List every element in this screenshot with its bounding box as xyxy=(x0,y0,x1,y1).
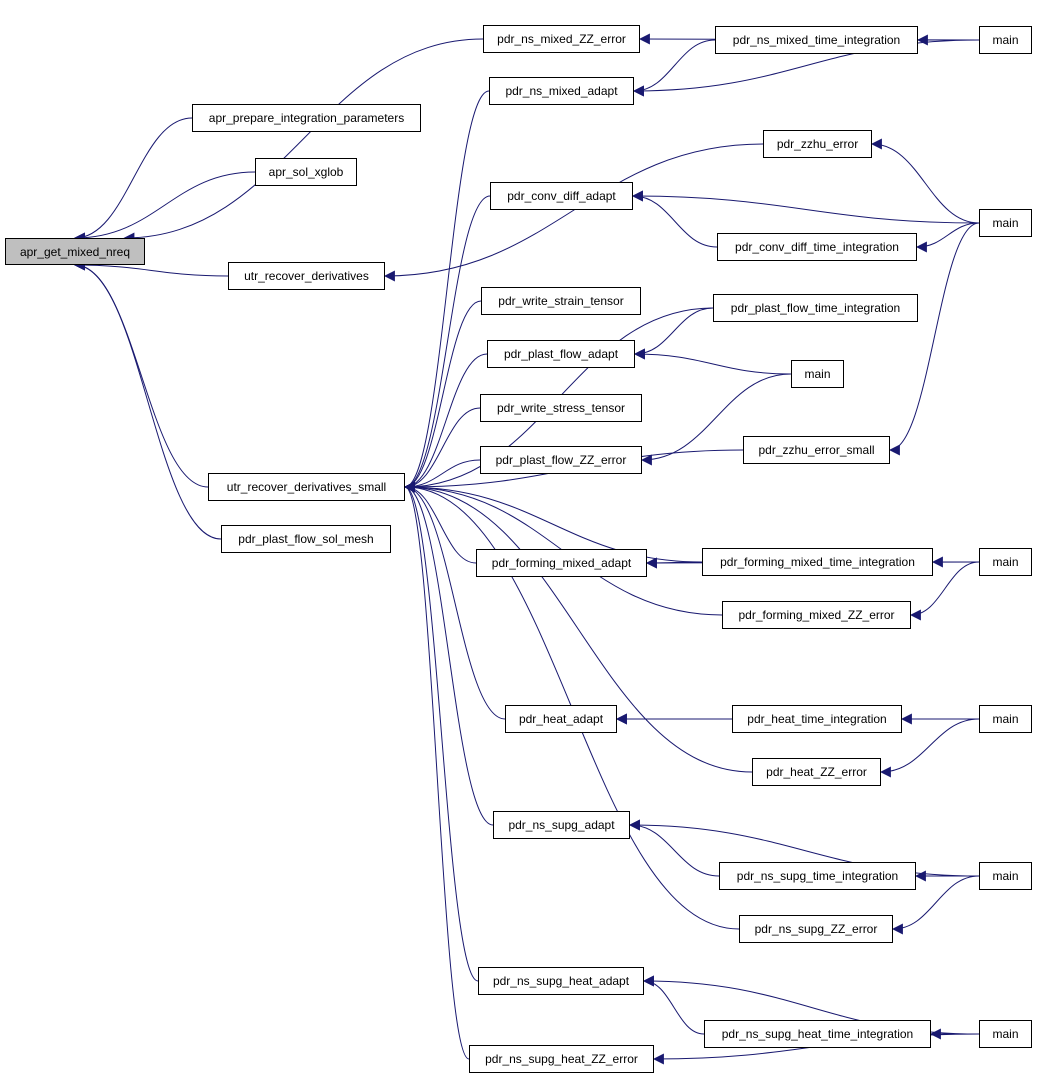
edge-n_main3-to-n_pf_adapt xyxy=(633,348,792,375)
node-pdr-ns-supg-heat-zz-error[interactable]: pdr_ns_supg_heat_ZZ_error xyxy=(469,1045,654,1073)
node-pdr-ns-supg-time-integration[interactable]: pdr_ns_supg_time_integration xyxy=(719,862,916,890)
node-pdr-write-stress-tensor[interactable]: pdr_write_stress_tensor xyxy=(480,394,642,422)
node-main[interactable]: main xyxy=(979,1020,1032,1048)
node-pdr-plast-flow-time-integration[interactable]: pdr_plast_flow_time_integration xyxy=(713,294,918,322)
node-pdr-plast-flow-sol-mesh[interactable]: pdr_plast_flow_sol_mesh xyxy=(221,525,391,553)
edge-n_ns_supg_heat_ti-to-n_ns_supg_heat_adapt xyxy=(642,975,705,1035)
edge-n_heat_adapt-to-n_utr_rds xyxy=(403,481,506,720)
edge-n_ns_mixed_ti-to-n_ns_mixed_adapt xyxy=(632,39,716,97)
node-pdr-heat-zz-error[interactable]: pdr_heat_ZZ_error xyxy=(752,758,881,786)
edge-n_main2-to-n_zzhu_small xyxy=(888,222,980,456)
edge-n_ns_supg_heat_zz-to-n_utr_rds xyxy=(403,481,470,1060)
edge-n_write_strain-to-n_utr_rds xyxy=(403,300,482,493)
edge-n_main6-to-n_ns_supg_zz xyxy=(891,875,980,935)
edge-n_write_stress-to-n_utr_rds xyxy=(403,407,481,493)
edge-n_utr_rds-to-n_root xyxy=(73,259,209,488)
node-main[interactable]: main xyxy=(979,705,1032,733)
edge-n_xglob-to-n_root xyxy=(73,171,256,244)
node-pdr-zzhu-error[interactable]: pdr_zzhu_error xyxy=(763,130,872,158)
edge-n_conv_diff_adapt-to-n_utr_rds xyxy=(403,195,491,493)
edge-n_main5-to-n_heat_zz xyxy=(879,718,980,778)
edge-n_ns_supg_adapt-to-n_utr_rds xyxy=(403,481,494,826)
node-pdr-heat-time-integration[interactable]: pdr_heat_time_integration xyxy=(732,705,902,733)
node-utr-recover-derivatives-small[interactable]: utr_recover_derivatives_small xyxy=(208,473,405,501)
edge-n_ns_supg_heat_adapt-to-n_utr_rds xyxy=(403,481,479,982)
edge-n_zzhu-to-n_utr_rd xyxy=(383,143,764,282)
node-apr-prepare-integration-parameters[interactable]: apr_prepare_integration_parameters xyxy=(192,104,421,132)
node-pdr-write-strain-tensor[interactable]: pdr_write_strain_tensor xyxy=(481,287,641,315)
edge-n_main2-to-n_conv_diff_ti xyxy=(915,222,980,253)
edge-n_forming_adapt-to-n_utr_rds xyxy=(403,481,477,564)
node-pdr-ns-supg-zz-error[interactable]: pdr_ns_supg_ZZ_error xyxy=(739,915,893,943)
edge-n_heat_zz-to-n_utr_rds xyxy=(403,481,753,773)
node-pdr-ns-mixed-time-integration[interactable]: pdr_ns_mixed_time_integration xyxy=(715,26,918,54)
node-pdr-ns-supg-heat-adapt[interactable]: pdr_ns_supg_heat_adapt xyxy=(478,967,644,995)
node-main[interactable]: main xyxy=(979,209,1032,237)
node-utr-recover-derivatives[interactable]: utr_recover_derivatives xyxy=(228,262,385,290)
node-pdr-conv-diff-time-integration[interactable]: pdr_conv_diff_time_integration xyxy=(717,233,917,261)
edge-n_main2-to-n_zzhu xyxy=(870,138,980,224)
node-pdr-ns-mixed-adapt[interactable]: pdr_ns_mixed_adapt xyxy=(489,77,634,105)
edge-n_ns_mixed_zz-to-n_root xyxy=(123,38,484,244)
edge-n_ns_supg_ti-to-n_ns_supg_adapt xyxy=(628,819,720,877)
node-pdr-zzhu-error-small[interactable]: pdr_zzhu_error_small xyxy=(743,436,890,464)
node-pdr-forming-mixed-adapt[interactable]: pdr_forming_mixed_adapt xyxy=(476,549,647,577)
node-pdr-ns-supg-heat-time-integration[interactable]: pdr_ns_supg_heat_time_integration xyxy=(704,1020,931,1048)
node-pdr-plast-flow-adapt[interactable]: pdr_plast_flow_adapt xyxy=(487,340,635,368)
node-main[interactable]: main xyxy=(979,548,1032,576)
node-pdr-forming-mixed-time-integration[interactable]: pdr_forming_mixed_time_integration xyxy=(702,548,933,576)
edge-n_pf_ti-to-n_pf_adapt xyxy=(633,307,714,360)
node-main[interactable]: main xyxy=(791,360,844,388)
node-pdr-ns-mixed-zz-error[interactable]: pdr_ns_mixed_ZZ_error xyxy=(483,25,640,53)
node-pdr-plast-flow-zz-error[interactable]: pdr_plast_flow_ZZ_error xyxy=(480,446,642,474)
edge-n_pf_sol_mesh-to-n_root xyxy=(73,259,222,540)
edge-n_main2-to-n_conv_diff_adapt xyxy=(631,190,980,224)
node-pdr-forming-mixed-zz-error[interactable]: pdr_forming_mixed_ZZ_error xyxy=(722,601,911,629)
node-main[interactable]: main xyxy=(979,862,1032,890)
node-apr-sol-xglob[interactable]: apr_sol_xglob xyxy=(255,158,357,186)
node-apr-get-mixed-nreq: apr_get_mixed_nreq xyxy=(5,238,145,265)
node-pdr-conv-diff-adapt[interactable]: pdr_conv_diff_adapt xyxy=(490,182,633,210)
node-pdr-ns-supg-adapt[interactable]: pdr_ns_supg_adapt xyxy=(493,811,630,839)
node-main[interactable]: main xyxy=(979,26,1032,54)
edge-n_conv_diff_ti-to-n_conv_diff_adapt xyxy=(631,190,718,248)
edge-n_pf_adapt-to-n_utr_rds xyxy=(403,353,488,493)
edge-n_prepare-to-n_root xyxy=(73,117,193,244)
edge-n_ns_mixed_adapt-to-n_utr_rds xyxy=(403,90,490,493)
edge-n_main4-to-n_forming_zz xyxy=(909,561,980,621)
edge-n_utr_rd-to-n_root xyxy=(73,259,229,277)
edge-n_main3-to-n_pf_zz xyxy=(640,373,792,466)
node-pdr-heat-adapt[interactable]: pdr_heat_adapt xyxy=(505,705,617,733)
